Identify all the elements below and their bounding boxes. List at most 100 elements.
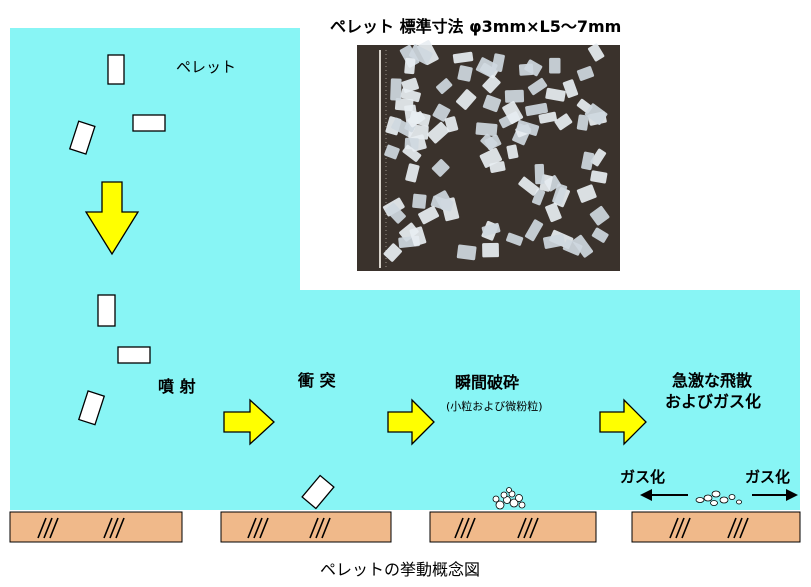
photo-pellet [432, 103, 451, 122]
photo-pellet [409, 110, 431, 127]
photo-pellet [576, 66, 595, 81]
photo-pellet [479, 147, 503, 168]
ground-strip [220, 511, 392, 543]
photo-pellet [427, 121, 450, 144]
photo-pellet [590, 148, 607, 167]
photo-pellet [518, 176, 540, 196]
photo-pellet [402, 144, 422, 162]
photo-pellet [444, 116, 459, 133]
photo-pellet [390, 78, 402, 101]
photo-pellet [475, 57, 498, 78]
photo-pellet [527, 77, 548, 96]
photo-pellet [475, 122, 498, 137]
photo-pellet [481, 222, 501, 237]
right-arrow [223, 398, 275, 446]
photo-pellet [418, 205, 440, 225]
photo-pellet [554, 113, 573, 131]
pellet [117, 346, 151, 364]
photo-pellet [518, 63, 534, 76]
gas-label-left: ガス化 [620, 468, 665, 486]
stage-scatter-line1: 急激な飛散 [672, 371, 753, 390]
falling-pellets [68, 54, 166, 155]
pellet [68, 120, 96, 155]
photo-pellet [584, 103, 608, 125]
photo-pellet [545, 202, 562, 223]
photo-pellet [384, 144, 400, 160]
photo-pellet [506, 232, 524, 246]
photo-pellet [405, 163, 420, 183]
scatter-debris [695, 490, 742, 506]
photo-pellet [431, 159, 450, 177]
photo-pellet [504, 89, 525, 103]
ground-strip [9, 511, 183, 543]
pellet [77, 390, 106, 426]
photo-pellet [543, 233, 566, 249]
photo-pellet [572, 234, 594, 258]
photo-pellet [383, 243, 402, 262]
right-arrows [223, 398, 647, 446]
photo-pellet [538, 111, 557, 124]
photo-pellet [576, 184, 597, 203]
photo-pellet [434, 190, 453, 210]
photo-pellet [456, 244, 477, 261]
photo-pellet [516, 120, 540, 136]
photo-pellet [412, 193, 427, 209]
photo-pellet [590, 170, 608, 184]
stage-injection: 噴 射 [158, 377, 196, 396]
colliding-pellet [301, 474, 335, 510]
photo-pellet [404, 57, 416, 75]
photo-pellet [576, 114, 590, 131]
photo-pellet [409, 44, 433, 65]
gas-arrows [640, 489, 798, 501]
photo-pellet [534, 163, 545, 185]
photo-pellet [484, 134, 502, 151]
photo-pellet [482, 242, 499, 258]
pellet [97, 294, 116, 327]
photo-caption: ペレット 標準寸法 φ3mm×L5～7mm [330, 17, 621, 36]
ground-strip [631, 511, 801, 543]
photo-pellet [589, 205, 610, 226]
pellet [107, 54, 125, 85]
stage-fracture: 瞬間破砕 [455, 373, 519, 392]
down-arrow [84, 181, 140, 256]
stage-fracture-note: (小粒および微粉粒) [446, 399, 543, 413]
stage-collision: 衝 突 [297, 371, 336, 390]
photo-pellet [506, 144, 519, 160]
arrow-left-icon [640, 489, 652, 501]
photo-pellet [436, 78, 453, 94]
photo-pellet [452, 51, 474, 64]
photo-pellet [502, 101, 524, 125]
fracture-debris [492, 487, 526, 510]
pellet [132, 114, 166, 132]
arrow-right-icon [786, 489, 798, 501]
photo-pellet [552, 183, 568, 205]
photo-pellet [482, 74, 501, 94]
photo-pellet [394, 97, 414, 112]
photo-pellet [385, 202, 406, 224]
photo-pellet [456, 89, 477, 110]
photo-pellet [457, 65, 473, 82]
photo-pellet [581, 151, 595, 171]
photo-pellet [482, 94, 502, 113]
stage-scatter-line2: およびガス化 [665, 392, 761, 411]
ground-hatching [37, 517, 749, 539]
diagram-caption: ペレットの挙動概念図 [320, 560, 480, 579]
photo-pellet [562, 79, 579, 98]
pellet-label: ペレット [176, 58, 236, 76]
injected-pellets [77, 294, 151, 426]
right-arrow [387, 398, 435, 446]
photo-pellet [409, 226, 427, 247]
pellet-photo [357, 40, 620, 271]
ground-strip [429, 511, 597, 543]
right-arrow [599, 398, 647, 446]
photo-pellet [399, 222, 419, 242]
gas-label-right: ガス化 [745, 468, 790, 486]
photo-pellet [400, 88, 421, 103]
ground [9, 511, 801, 543]
cyan-region [10, 28, 800, 510]
photo-pellet [587, 43, 605, 62]
photo-pellet [562, 239, 583, 256]
photo-pellet [545, 87, 566, 102]
photo-pellet [525, 102, 548, 117]
